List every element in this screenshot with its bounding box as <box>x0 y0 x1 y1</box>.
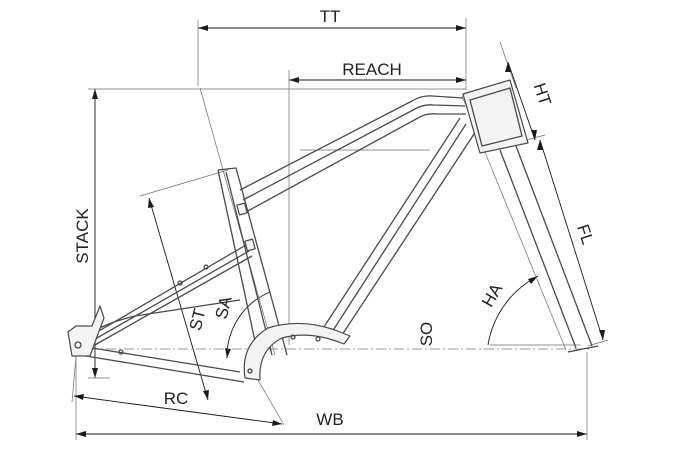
top-tube-lower <box>245 113 466 213</box>
label-sa: SA <box>212 294 236 321</box>
dimension-lines <box>71 18 609 440</box>
label-fl: FL <box>573 222 597 247</box>
label-ha: HA <box>478 280 507 311</box>
chain-stay-upper <box>79 345 241 373</box>
seat-tube-left <box>217 169 259 356</box>
label-rc: RC <box>164 389 189 408</box>
label-tt: TT <box>320 7 341 26</box>
seat-tube-right <box>217 167 288 356</box>
dimension-labels: TT REACH HT FL STACK ST SA HA SO RC WB <box>73 7 597 429</box>
seat-stay-upper <box>79 244 247 343</box>
fork-left <box>499 149 577 349</box>
fork-right <box>515 145 593 347</box>
label-ht: HT <box>530 81 555 108</box>
top-tube-upper <box>239 95 464 191</box>
rear-dropout <box>67 305 105 357</box>
label-reach: REACH <box>342 60 402 79</box>
label-st: ST <box>186 307 210 333</box>
label-so: SO <box>417 322 436 347</box>
label-wb: WB <box>316 410 343 429</box>
label-stack: STACK <box>73 208 92 264</box>
chain-stay-lower <box>85 355 245 383</box>
down-tube-left <box>321 117 461 331</box>
bike-frame <box>67 79 599 383</box>
seat-stay-lower <box>85 255 253 351</box>
motor-housing <box>243 322 351 381</box>
down-tube-right <box>341 127 479 336</box>
